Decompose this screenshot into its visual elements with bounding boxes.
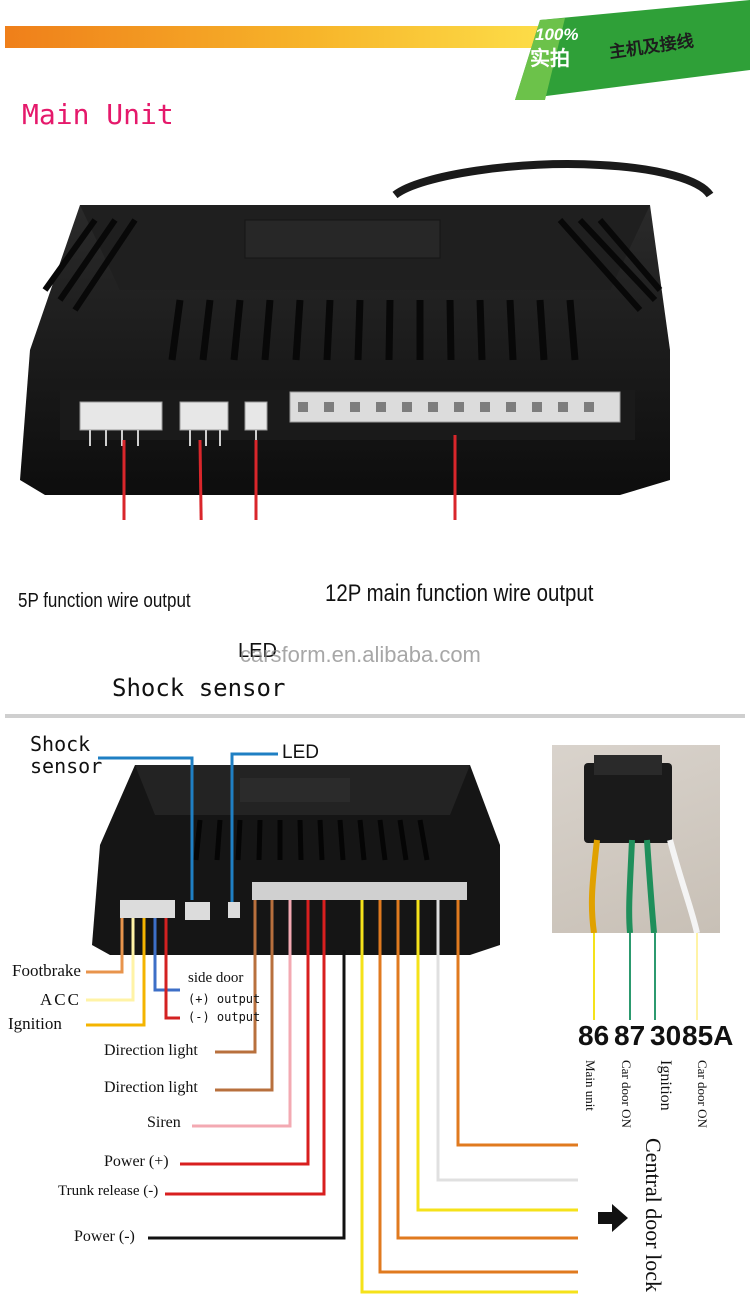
relay-pin-87: 87 [614,1020,646,1051]
label-minus-output: (-) output [188,1010,261,1024]
wire-acc [86,918,135,1002]
arrow-right-icon [598,1204,628,1232]
relay-photo [552,745,720,933]
wire-power-minus [148,950,346,1240]
callout-led-line [230,752,278,902]
badge-percent: 100% [535,25,578,44]
relay-pin-86: 86 [578,1020,610,1051]
callout-shock-line [98,756,194,900]
wire-lock-6 [456,900,578,1147]
label-shock-1: Shock [30,732,91,756]
label-direction-light-2: Direction light [104,1079,198,1096]
main-unit-photo [20,160,714,520]
relay-pin-85a: 85A [682,1020,734,1051]
label-central-door-lock: Central door lock [641,1138,666,1292]
wiring-diagram [86,752,698,1294]
label-shock-sensor-top: Shock sensor [112,674,286,702]
label-trunk-release: Trunk release (-) [58,1183,159,1199]
wire-lock-5 [436,900,578,1182]
wire-lock-1 [360,900,578,1294]
label-power-minus: Power (-) [74,1228,135,1245]
cable [392,160,714,199]
wire-lock-4 [416,900,578,1212]
label-siren: Siren [147,1114,181,1131]
relay-pin-30: 30 [650,1020,682,1051]
label-footbrake: Footbrake [12,961,81,980]
wire-siren [192,900,292,1128]
label-5p-output: 5P function wire output [18,590,191,612]
label-shock-2: sensor [30,754,103,778]
wire-ignition [86,918,146,1027]
relay-desc-86: Main unit [583,1060,598,1111]
label-led-top: LED [238,640,277,662]
wire-direction-light-2 [215,900,274,1092]
label-acc: ACC [40,990,81,1009]
label-ignition: Ignition [8,1014,62,1033]
relay-desc-87: Car door ON [619,1060,634,1128]
relay-desc-85a: Car door ON [695,1060,710,1128]
wire-side-door-plus [153,918,180,992]
badge-real: 实拍 [530,46,570,70]
label-plus-output: (+) output [188,992,261,1006]
wire-trunk-release [165,900,326,1196]
photo-badge: 100% 实拍 主机及接线 [515,0,750,100]
watermark: carsform.en.alibaba.com [240,642,481,667]
label-side-door: side door [188,970,244,986]
relay-desc-30: Ignition [657,1060,674,1111]
section-divider [5,714,745,718]
header-banner [5,26,565,48]
wire-lock-2 [378,900,578,1274]
page-title: Main Unit [22,98,174,131]
wire-side-door-minus [164,918,180,1020]
label-led: LED [282,742,319,763]
arrow-shock [198,439,203,520]
wire-power-plus [180,900,310,1166]
label-power-plus: Power (+) [104,1153,169,1170]
wire-footbrake [86,918,124,974]
wire-lock-3 [396,900,578,1240]
label-12p-output: 12P main function wire output [325,580,594,607]
label-direction-light-1: Direction light [104,1042,198,1059]
wire-direction-light-1 [215,900,257,1054]
